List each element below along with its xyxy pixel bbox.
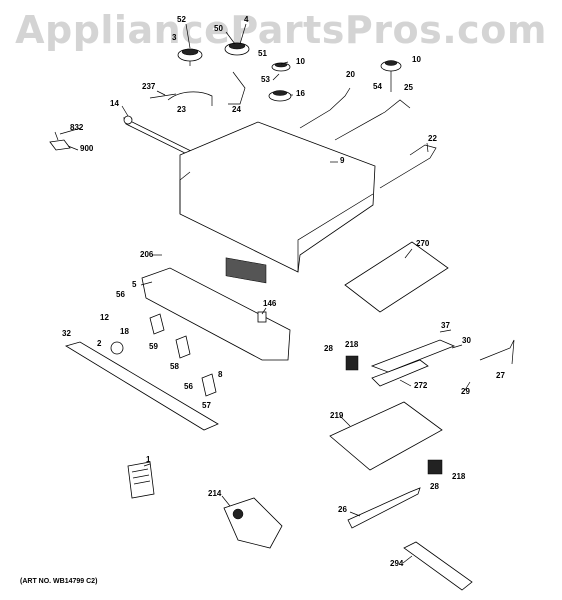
callout-270: 270 [416, 239, 430, 248]
burner-box-9-part [179, 121, 376, 284]
pan-294-part [403, 541, 473, 591]
callout-56a: 56 [116, 290, 125, 299]
manual-1-part [127, 461, 155, 499]
callout-2: 2 [97, 339, 102, 348]
clip-146-part [257, 311, 267, 323]
igniter-218-part [345, 355, 359, 371]
valve-59-part [149, 313, 165, 335]
tube-27-part [479, 339, 515, 365]
callout-57: 57 [202, 401, 211, 410]
callout-24: 24 [232, 105, 241, 114]
callout-272: 272 [414, 381, 428, 390]
callout-50: 50 [214, 24, 223, 33]
callout-218b: 218 [452, 472, 466, 481]
callout-10a: 10 [296, 57, 305, 66]
callout-14: 14 [110, 99, 119, 108]
watermark-logo: AppliancePartsPros.com [15, 8, 547, 52]
burner-54-part [380, 60, 402, 92]
knob-2-part [110, 341, 124, 355]
tube-23-part [167, 91, 213, 106]
callout-53: 53 [261, 75, 270, 84]
callout-29: 29 [461, 387, 470, 396]
tube-237-part [149, 93, 177, 99]
rail-32-part [65, 341, 219, 431]
control-panel-5-part [141, 267, 291, 361]
callout-12: 12 [100, 313, 109, 322]
callout-237: 237 [142, 82, 156, 91]
plate-270-part [344, 241, 449, 313]
burner-52-part [177, 48, 203, 66]
callout-20: 20 [346, 70, 355, 79]
valve-58-part [175, 335, 191, 359]
callout-58: 58 [170, 362, 179, 371]
callout-4: 4 [244, 15, 249, 24]
callout-218a: 218 [345, 340, 359, 349]
callout-9: 9 [340, 156, 345, 165]
callout-10b: 10 [412, 55, 421, 64]
burner-50-part [224, 42, 250, 56]
callout-23: 23 [177, 105, 186, 114]
callout-30: 30 [462, 336, 471, 345]
callout-22: 22 [428, 134, 437, 143]
callout-832: 832 [70, 123, 84, 132]
callout-28a: 28 [324, 344, 333, 353]
callout-37: 37 [441, 321, 450, 330]
callout-294: 294 [390, 559, 404, 568]
igniter-218b-part [427, 459, 443, 475]
shield-219-part [329, 401, 443, 471]
callout-32: 32 [62, 329, 71, 338]
callout-27: 27 [496, 371, 505, 380]
callout-59: 59 [149, 342, 158, 351]
tube-24-part [228, 71, 246, 105]
callout-56b: 56 [184, 382, 193, 391]
callout-219: 219 [330, 411, 344, 420]
callout-28b: 28 [430, 482, 439, 491]
callout-146: 146 [263, 299, 277, 308]
pipe-26-part [347, 487, 421, 529]
burner-53-part [271, 62, 291, 72]
tube-22-part [379, 144, 437, 189]
callout-1: 1 [146, 455, 151, 464]
pipe-30-part [370, 339, 456, 373]
callout-8: 8 [218, 370, 223, 379]
valve-assembly-214-part [223, 497, 283, 549]
tube-25-part [334, 99, 411, 141]
callout-16: 16 [296, 89, 305, 98]
bracket-900-part [49, 131, 71, 151]
callout-900: 900 [80, 144, 94, 153]
callout-25: 25 [404, 83, 413, 92]
callout-51: 51 [258, 49, 267, 58]
callout-52: 52 [177, 15, 186, 24]
callout-3: 3 [172, 33, 177, 42]
callout-26: 26 [338, 505, 347, 514]
tube-20-part [299, 87, 351, 129]
callout-54: 54 [373, 82, 382, 91]
art-number: (ART NO. WB14799 C2) [20, 578, 98, 585]
callout-214: 214 [208, 489, 222, 498]
callout-18: 18 [120, 327, 129, 336]
callout-206: 206 [140, 250, 154, 259]
burner-16-part [268, 90, 292, 102]
callout-5: 5 [132, 280, 137, 289]
valve-57-part [201, 373, 217, 397]
